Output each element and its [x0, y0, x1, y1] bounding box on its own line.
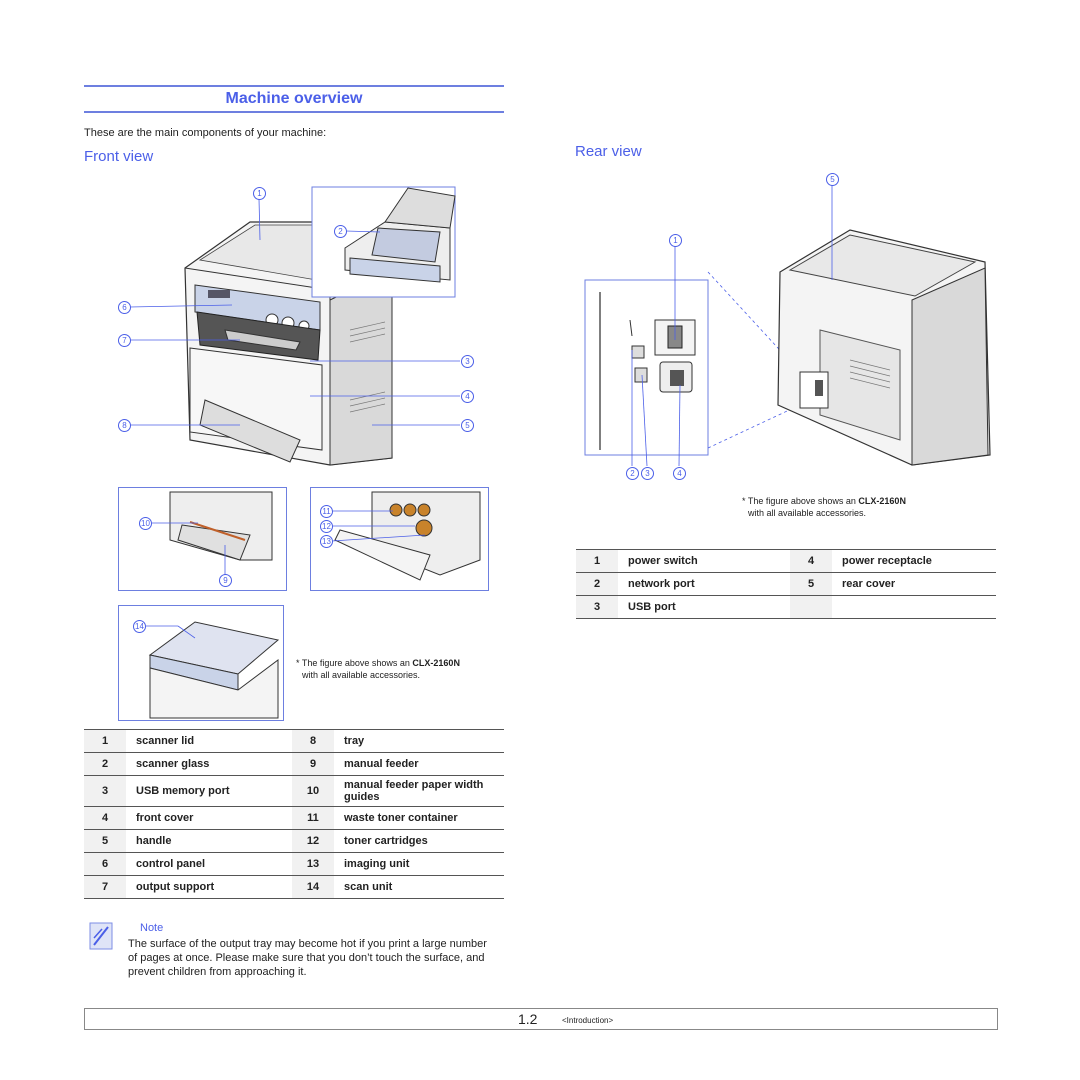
front-legend-item-number: 11: [292, 806, 334, 830]
rear-legend-item-number: [790, 595, 832, 619]
page-number: 1.2: [518, 1011, 538, 1027]
rear-legend-item-label: network port: [618, 572, 790, 596]
front-legend-item-label: control panel: [126, 852, 292, 876]
front-legend-item-number: 6: [84, 852, 126, 876]
front-callout-10: 10: [139, 517, 152, 530]
front-legend-item-number: 12: [292, 829, 334, 853]
rear-footnote-post: with all available accessories.: [748, 508, 867, 518]
front-legend-item-number: 7: [84, 875, 126, 899]
front-callout-3: 3: [461, 355, 474, 368]
front-view-heading: Front view: [84, 148, 154, 165]
front-callout-8: 8: [118, 419, 131, 432]
front-legend-item-number: 13: [292, 852, 334, 876]
front-legend-item-label: scan unit: [334, 875, 504, 899]
front-callout-13: 13: [320, 535, 333, 548]
front-callout-4: 4: [461, 390, 474, 403]
front-callout-12: 12: [320, 520, 333, 533]
rear-legend-item-number: 1: [576, 549, 618, 573]
front-footnote-post: with all available accessories.: [302, 670, 421, 680]
front-legend-item-number: 4: [84, 806, 126, 830]
intro-text: These are the main components of your ma…: [84, 127, 327, 139]
rear-legend-item-label: power receptacle: [832, 549, 996, 573]
front-legend-item-label: handle: [126, 829, 292, 853]
rear-legend-item-number: 2: [576, 572, 618, 596]
front-legend-item-label: imaging unit: [334, 852, 504, 876]
rear-legend-item-label: USB port: [618, 595, 790, 619]
rear-footnote-pre: * The figure above shows an: [742, 496, 859, 506]
rear-legend-item-number: 4: [790, 549, 832, 573]
front-footnote-pre: * The figure above shows an: [296, 658, 413, 668]
rear-legend-item-number: 3: [576, 595, 618, 619]
rear-legend-item-label: power switch: [618, 549, 790, 573]
rear-footnote: * The figure above shows an CLX-2160N wi…: [742, 495, 992, 519]
rear-callout-2: 2: [626, 467, 639, 480]
front-legend-item-number: 10: [292, 775, 334, 807]
front-legend-item-number: 3: [84, 775, 126, 807]
front-callout-6: 6: [118, 301, 131, 314]
front-callout-5: 5: [461, 419, 474, 432]
front-legend-item-label: USB memory port: [126, 775, 292, 807]
front-legend-item-number: 1: [84, 729, 126, 753]
note-title: Note: [140, 922, 164, 934]
front-callout-7: 7: [118, 334, 131, 347]
rear-legend-item-number: 5: [790, 572, 832, 596]
rear-callout-4: 4: [673, 467, 686, 480]
front-footnote: * The figure above shows an CLX-2160N wi…: [296, 657, 511, 681]
front-legend-item-label: scanner glass: [126, 752, 292, 776]
rear-callout-3: 3: [641, 467, 654, 480]
front-callout-1: 1: [253, 187, 266, 200]
note-text: The surface of the output tray may becom…: [128, 938, 487, 978]
front-legend-item-number: 9: [292, 752, 334, 776]
front-legend-item-number: 8: [292, 729, 334, 753]
front-legend-item-label: front cover: [126, 806, 292, 830]
chapter-label: <Introduction>: [562, 1016, 614, 1025]
front-callout-9: 9: [219, 574, 232, 587]
front-legend-item-number: 5: [84, 829, 126, 853]
footer-box: [84, 1008, 998, 1030]
front-legend-item-label: manual feeder: [334, 752, 504, 776]
front-callout-14: 14: [133, 620, 146, 633]
rear-view-heading: Rear view: [575, 143, 642, 160]
front-legend-item-number: 14: [292, 875, 334, 899]
rear-legend-item-label: rear cover: [832, 572, 996, 596]
front-callout-2: 2: [334, 225, 347, 238]
rear-callout-5: 5: [826, 173, 839, 186]
front-legend-item-label: output support: [126, 875, 292, 899]
note-icon: [89, 922, 113, 950]
page-title: Machine overview: [225, 90, 363, 107]
front-footnote-model: CLX-2160N: [412, 658, 460, 668]
rear-callout-1: 1: [669, 234, 682, 247]
front-legend-item-label: waste toner container: [334, 806, 504, 830]
rear-legend-item-label: [832, 595, 996, 619]
front-legend-item-label: scanner lid: [126, 729, 292, 753]
rear-footnote-model: CLX-2160N: [858, 496, 906, 506]
title-rule-top: [84, 85, 504, 87]
title-rule-bottom: [84, 111, 504, 113]
front-legend-item-number: 2: [84, 752, 126, 776]
front-legend-item-label: tray: [334, 729, 504, 753]
front-legend-item-label: toner cartridges: [334, 829, 504, 853]
front-legend-item-label: manual feeder paper width guides: [334, 775, 504, 807]
front-callout-11: 11: [320, 505, 333, 518]
